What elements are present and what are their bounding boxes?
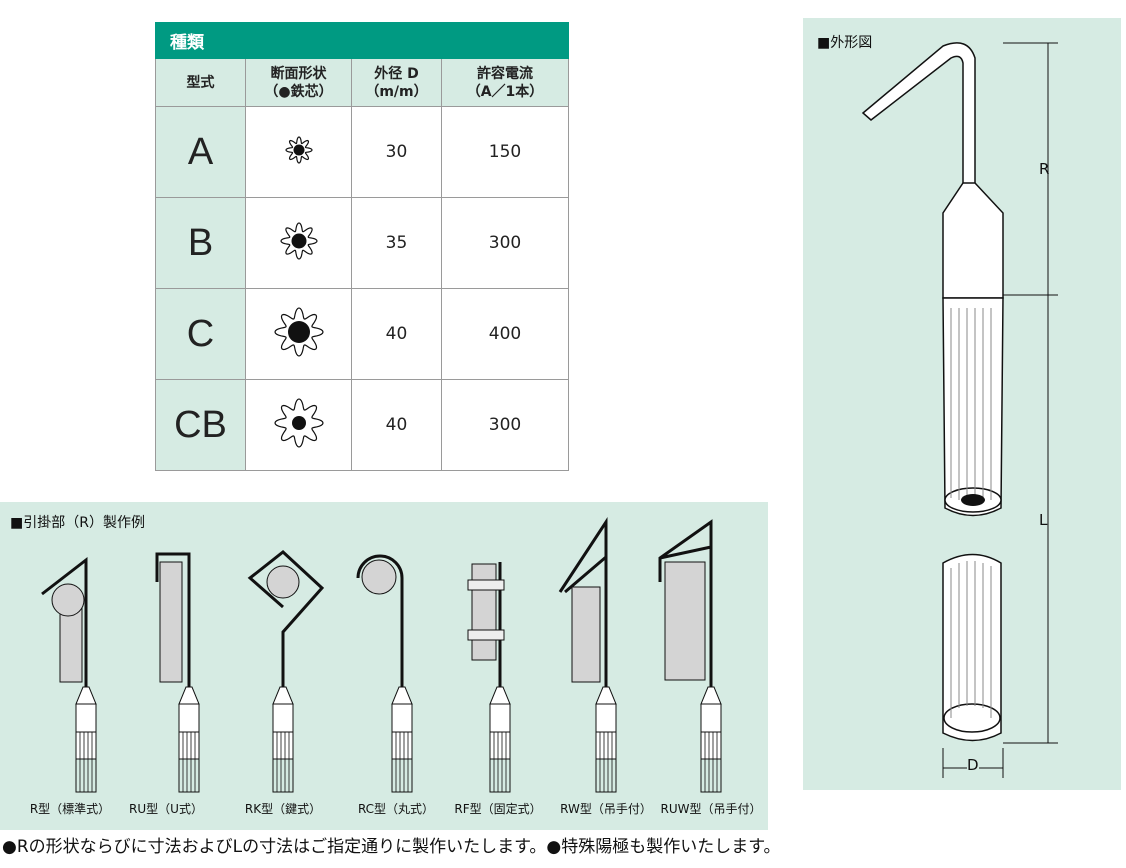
hook-caption: RF型（固定式）	[454, 802, 542, 816]
hooks-panel: ■引掛部（R）製作例 R型（標準式） RU型（U式） RK型（鍵式） RC型（丸…	[0, 502, 768, 830]
type-cell: CB	[155, 379, 246, 471]
type-cell: C	[155, 288, 246, 380]
current-cell: 300	[441, 379, 569, 471]
hook-caption: RU型（U式）	[129, 802, 203, 816]
header-section: 断面形状（●鉄芯）	[245, 58, 352, 107]
outline-panel: ■外形図 R L D	[803, 18, 1121, 790]
label-r: R	[1039, 160, 1050, 178]
hook-caption: RC型（丸式）	[357, 802, 435, 816]
type-cell: A	[155, 106, 246, 198]
diameter-cell: 30	[351, 106, 442, 198]
current-cell: 150	[441, 106, 569, 198]
hook-examples-drawing	[41, 516, 722, 793]
type-cell: B	[155, 197, 246, 289]
table-title: 種類	[155, 22, 569, 59]
section-icon	[245, 106, 352, 198]
header-type: 型式	[155, 58, 246, 107]
hook-caption: RK型（鍵式）	[244, 802, 322, 816]
hooks-title: ■引掛部（R）製作例	[10, 515, 145, 531]
outline-title: ■外形図	[817, 35, 873, 51]
header-current: 許容電流（A／1本）	[441, 58, 569, 107]
anode-outline-drawing	[861, 42, 1058, 778]
footnote: ●Rの形状ならびに寸法およびLの寸法はご指定通りに製作いたします。●特殊陽極も製…	[2, 837, 781, 857]
hook-caption: RUW型（吊手付）	[660, 802, 762, 816]
diameter-cell: 35	[351, 197, 442, 289]
types-table: 種類 型式 断面形状（●鉄芯） 外径 D（m/m） 許容電流（A／1本） A 30…	[155, 22, 569, 471]
section-icon	[245, 288, 352, 380]
hook-caption: R型（標準式）	[29, 802, 111, 816]
header-diameter: 外径 D（m/m）	[351, 58, 442, 107]
label-d: D	[967, 756, 979, 774]
hook-caption: RW型（吊手付）	[560, 802, 652, 816]
label-l: L	[1039, 511, 1048, 529]
current-cell: 300	[441, 197, 569, 289]
diameter-cell: 40	[351, 379, 442, 471]
diameter-cell: 40	[351, 288, 442, 380]
section-icon	[245, 197, 352, 289]
section-icon	[245, 379, 352, 471]
current-cell: 400	[441, 288, 569, 380]
